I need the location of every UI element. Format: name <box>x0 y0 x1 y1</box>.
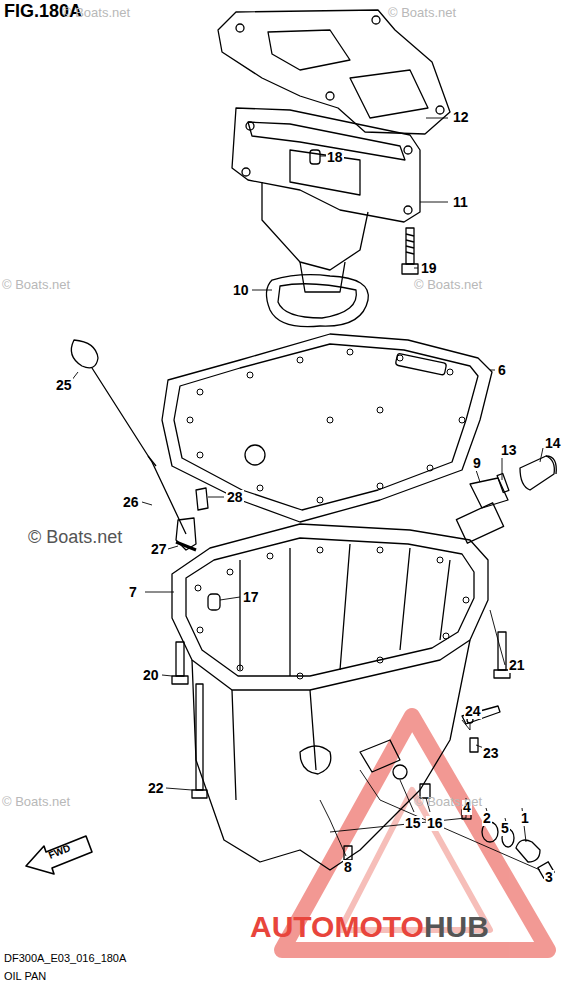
callout-number: 9 <box>472 456 482 471</box>
label: © Boats.net <box>28 528 122 548</box>
callout-number: 1 <box>520 811 530 826</box>
watermark: © Boats.net <box>62 6 130 20</box>
callout-number: 23 <box>482 746 500 761</box>
fwd-arrow <box>26 836 92 874</box>
label: HUB <box>424 910 489 943</box>
callout-number: 16 <box>426 816 444 831</box>
watermark: © Boats.net <box>2 278 70 292</box>
watermark: © Boats.net <box>414 278 482 292</box>
callout-number: 18 <box>326 150 344 165</box>
callout-number: 7 <box>128 585 138 600</box>
callout-number: 28 <box>226 490 244 505</box>
oil-pan-7 <box>172 503 504 870</box>
callout-number: 15 <box>404 816 422 831</box>
watermark: © Boats.net <box>2 795 70 809</box>
gasket-12 <box>218 10 450 134</box>
drain-parts <box>344 706 554 878</box>
callout-number: 2 <box>482 811 492 826</box>
callout-number: 3 <box>544 870 554 885</box>
gasket-6 <box>162 334 492 522</box>
callout-number: 5 <box>500 821 510 836</box>
callout-number: 6 <box>497 363 507 378</box>
callout-number: 13 <box>500 443 518 458</box>
callout-number: 19 <box>420 261 438 276</box>
gasket-10 <box>266 275 368 327</box>
watermark: © Boats.net <box>414 795 482 809</box>
callout-number: 27 <box>150 542 168 557</box>
callout-number: 17 <box>242 590 260 605</box>
bolts <box>172 632 510 798</box>
dipstick <box>71 340 208 550</box>
watermark: © Boats.net <box>388 6 456 20</box>
callout-number: 8 <box>343 860 353 875</box>
callout-number: 12 <box>452 110 470 125</box>
callout-number: 26 <box>122 495 140 510</box>
callout-number: 11 <box>452 195 469 210</box>
housing-11 <box>232 108 420 292</box>
cover-sensor <box>470 456 556 508</box>
bolt-19 <box>402 228 418 274</box>
label: AUTOMOTO <box>250 910 424 943</box>
callout-number: 10 <box>232 283 250 298</box>
callout-number: 20 <box>142 668 160 683</box>
callout-number: 21 <box>508 658 526 673</box>
leader-lines <box>68 118 543 870</box>
callout-number: 22 <box>147 781 165 796</box>
label: OIL PAN <box>4 970 46 982</box>
callout-number: 14 <box>544 436 562 451</box>
callout-number: 24 <box>464 704 482 719</box>
callout-number: 25 <box>55 378 73 393</box>
label: DF300A_E03_016_180A <box>4 952 126 964</box>
